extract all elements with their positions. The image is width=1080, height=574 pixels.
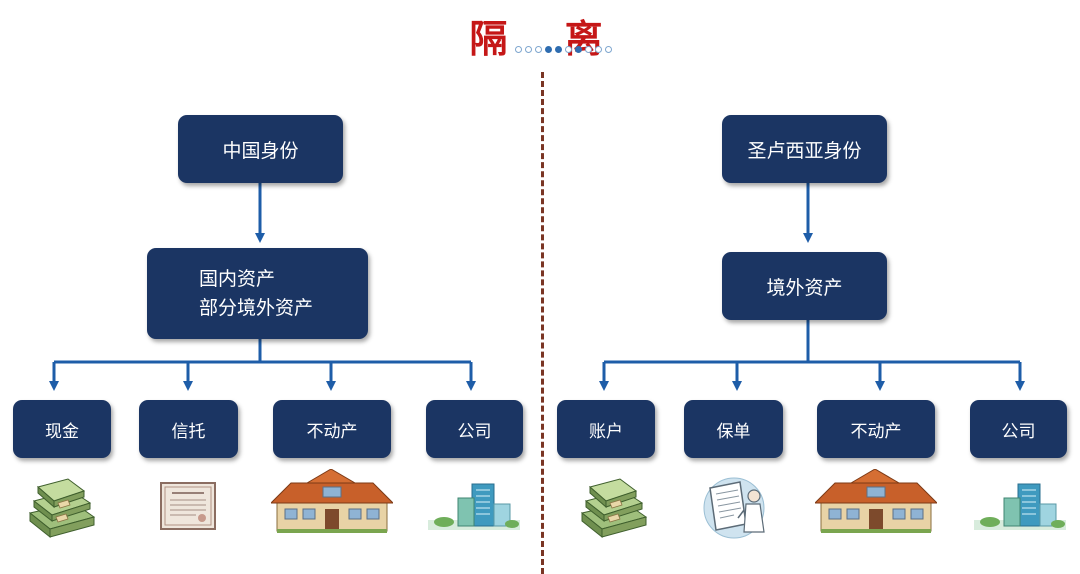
node-insurance-policy: 保单 — [684, 400, 783, 458]
node-overseas-assets: 境外资产 — [722, 252, 887, 320]
insurance-policy-icon — [703, 477, 765, 539]
office-building-icon — [974, 483, 1066, 530]
node-account: 账户 — [557, 400, 655, 458]
page-title: 隔 离 — [469, 17, 625, 61]
node-left-real-estate: 不动产 — [273, 400, 391, 458]
node-saint-lucia-identity: 圣卢西亚身份 — [722, 115, 887, 183]
office-building-icon — [428, 483, 520, 530]
node-domestic-assets: 国内资产 部分境外资产 — [147, 248, 368, 339]
node-right-company: 公司 — [970, 400, 1067, 458]
node-domestic-assets-line2: 部分境外资产 — [199, 296, 314, 319]
node-left-company: 公司 — [426, 400, 523, 458]
house-icon — [271, 469, 393, 533]
node-china-identity: 中国身份 — [178, 115, 343, 183]
cash-stack-icon — [28, 478, 96, 539]
isolation-divider — [541, 72, 544, 574]
trust-certificate-icon — [160, 482, 216, 530]
node-trust: 信托 — [139, 400, 238, 458]
title-dots-decoration — [515, 46, 612, 53]
cash-stack-icon — [580, 478, 648, 539]
node-right-real-estate: 不动产 — [817, 400, 935, 458]
node-cash: 现金 — [13, 400, 111, 458]
node-domestic-assets-line1: 国内资产 — [199, 267, 276, 290]
house-icon — [815, 469, 937, 533]
